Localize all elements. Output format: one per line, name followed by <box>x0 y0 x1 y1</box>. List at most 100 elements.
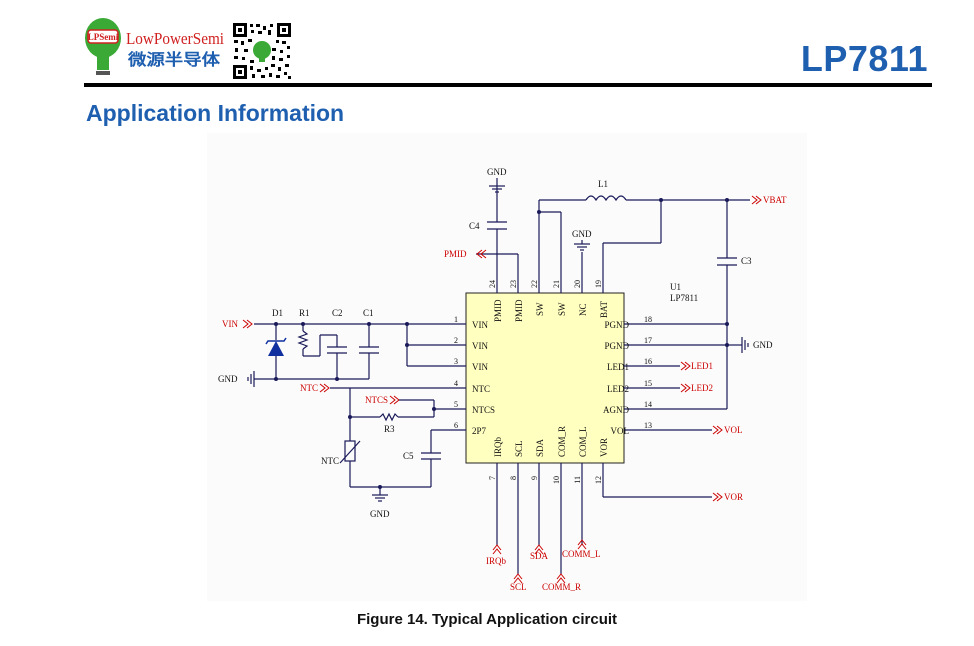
pin-19-number: 19 <box>594 280 603 288</box>
comm-r-port-icon <box>556 573 566 584</box>
pin-1-number: 1 <box>454 315 458 324</box>
pin-14-number: 14 <box>644 400 652 409</box>
vor-port-icon <box>712 492 723 502</box>
pin-9-number: 9 <box>530 476 539 480</box>
pin-21-name: SW <box>557 302 567 316</box>
pin-2-name: VIN <box>472 341 488 351</box>
vbat-net-label: VBAT <box>763 195 787 205</box>
gnd-label-input: GND <box>218 374 238 384</box>
comm-r-net-label: COMM_R <box>542 582 581 592</box>
qr-code-icon <box>232 22 292 80</box>
gnd-symbol-pgnd <box>741 337 749 353</box>
pin-22-number: 22 <box>530 280 539 288</box>
pmid-net-label: PMID <box>444 249 467 259</box>
pin-17-name: PGND <box>604 341 629 351</box>
pin-13-number: 13 <box>644 421 652 430</box>
pin-15-number: 15 <box>644 379 652 388</box>
pin-2-number: 2 <box>454 336 458 345</box>
comm-l-net-label: COMM_L <box>562 549 601 559</box>
pin-18-name: PGND <box>604 320 629 330</box>
pin-17-number: 17 <box>644 336 652 345</box>
pin-12-number: 12 <box>594 476 603 484</box>
pin-24-name: PMID <box>493 299 503 322</box>
pin-20-number: 20 <box>573 280 582 288</box>
ic-name: LP7811 <box>670 293 698 303</box>
pin-7-number: 7 <box>488 476 497 480</box>
pin-16-name: LED1 <box>607 362 629 372</box>
vor-net-label: VOR <box>724 492 743 502</box>
l1-label: L1 <box>598 179 608 189</box>
pin-12-name: VOR <box>599 438 609 457</box>
pin-11-number: 11 <box>573 476 582 484</box>
comm-l-port-icon <box>577 539 587 550</box>
pin-3-name: VIN <box>472 362 488 372</box>
pin-14-name: AGND <box>603 405 629 415</box>
application-schematic: .w{stroke:#1a1a5a;stroke-width:1.2;fill:… <box>207 133 807 601</box>
gnd-symbol-nc <box>574 240 590 251</box>
pin-11-name: COM_L <box>578 426 588 457</box>
pin-8-number: 8 <box>509 476 518 480</box>
vol-net-label: VOL <box>724 425 743 435</box>
vbat-port-icon <box>751 195 762 205</box>
gnd-symbol-input <box>247 371 255 387</box>
ntcs-port-icon <box>389 395 400 405</box>
c4-label: C4 <box>469 221 480 231</box>
logo-name: LowPowerSemi <box>126 29 224 48</box>
pin-19-name: BAT <box>599 300 609 318</box>
pin-4-name: NTC <box>472 384 490 394</box>
gnd-label-nc: GND <box>572 229 592 239</box>
d1-label: D1 <box>272 308 283 318</box>
sda-net-label: SDA <box>530 551 549 561</box>
vol-port-icon <box>712 425 723 435</box>
pmid-port-icon <box>476 249 487 259</box>
irqb-net-label: IRQb <box>486 556 506 566</box>
gnd-label-ntc: GND <box>370 509 390 519</box>
pin-5-name: NTCS <box>472 405 495 415</box>
c1-label: C1 <box>363 308 374 318</box>
led1-port-icon <box>680 361 691 371</box>
gnd-label-pgnd: GND <box>753 340 773 350</box>
company-logo: LPSemi LowPowerSemi 微源半导体 <box>84 14 296 82</box>
c3-label: C3 <box>741 256 752 266</box>
header-divider <box>84 83 932 87</box>
scl-net-label: SCL <box>510 582 527 592</box>
pin-24-number: 24 <box>488 280 497 288</box>
logo-chinese-name: 微源半导体 <box>127 50 221 69</box>
pin-9-name: SDA <box>535 438 545 457</box>
pin-16-number: 16 <box>644 357 652 366</box>
part-number: LP7811 <box>800 38 928 79</box>
section-title: Application Information <box>86 100 345 126</box>
pin-18-number: 18 <box>644 315 652 324</box>
pin-15-name: LED2 <box>607 384 629 394</box>
r1-label: R1 <box>299 308 310 318</box>
pin-22-name: SW <box>535 302 545 316</box>
scl-port-icon <box>513 573 523 584</box>
c5-label: C5 <box>403 451 414 461</box>
led2-net-label: LED2 <box>691 383 713 393</box>
ic-u1-body <box>465 292 625 464</box>
ntc-net-label: NTC <box>300 383 318 393</box>
pin-4-number: 4 <box>454 379 458 388</box>
pin-3-number: 3 <box>454 357 458 366</box>
r3-label: R3 <box>384 424 395 434</box>
led1-net-label: LED1 <box>691 361 713 371</box>
ntc-thermistor-label: NTC <box>321 456 339 466</box>
pin-7-name: IRQb <box>493 437 503 457</box>
vin-net-label: VIN <box>222 319 238 329</box>
ic-ref: U1 <box>670 282 681 292</box>
pin-1-name: VIN <box>472 320 488 330</box>
pin-13-name: VOL <box>611 426 630 436</box>
ntcs-net-label: NTCS <box>365 395 388 405</box>
gnd-label-c4: GND <box>487 167 507 177</box>
c2-label: C2 <box>332 308 343 318</box>
figure-caption: Figure 14. Typical Application circuit <box>356 611 618 628</box>
gnd-symbol-ntc <box>372 494 388 502</box>
gnd-symbol-c4 <box>489 178 505 193</box>
pin-6-name: 2P7 <box>472 426 487 436</box>
diode-d1-icon <box>265 337 287 356</box>
pin-6-number: 6 <box>454 421 458 430</box>
ntc-port-icon <box>319 383 330 393</box>
led2-port-icon <box>680 383 691 393</box>
pin-23-number: 23 <box>509 280 518 288</box>
irqb-port-icon <box>492 544 502 555</box>
